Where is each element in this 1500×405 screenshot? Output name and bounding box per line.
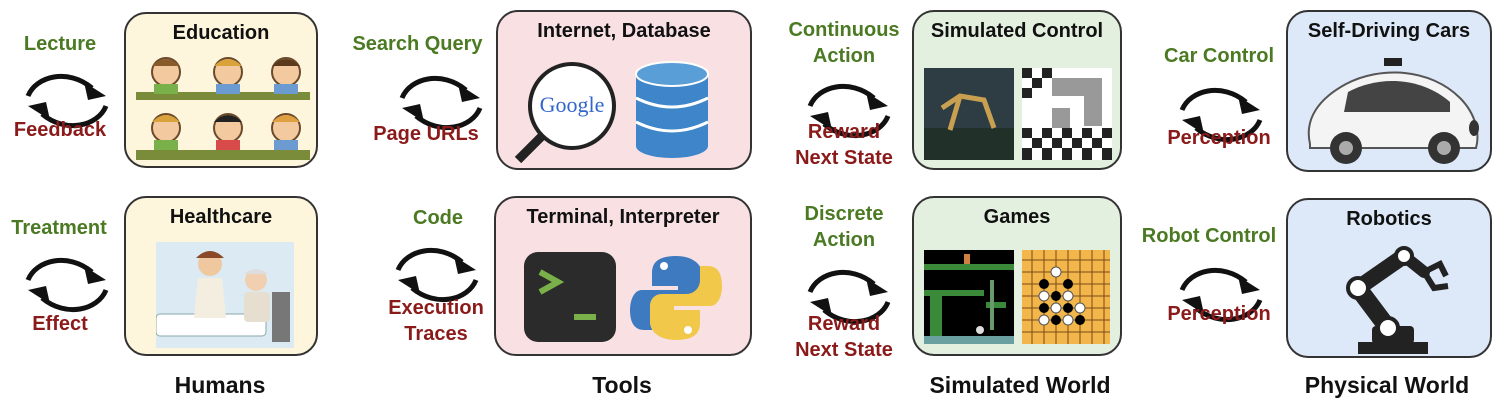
selfdriving-box: Self-Driving Cars bbox=[1286, 10, 1492, 172]
simcontrol-box: Simulated Control bbox=[912, 10, 1122, 170]
robotics-title: Robotics bbox=[1346, 208, 1432, 230]
education-title: Education bbox=[172, 22, 270, 44]
internet-title: Internet, Database bbox=[537, 20, 711, 42]
games-title: Games bbox=[983, 206, 1051, 228]
robotics-action-label: Robot Control bbox=[1141, 225, 1277, 247]
terminal-icon bbox=[524, 252, 616, 342]
terminal-feedback-label-2: Traces bbox=[404, 323, 468, 345]
simcontrol-action-label-1: Continuous bbox=[788, 19, 900, 41]
selfdriving-action-label: Car Control bbox=[1164, 45, 1274, 67]
games-feedback-label-2: Next State bbox=[795, 339, 893, 361]
robot-arm-icon bbox=[1346, 246, 1449, 354]
category-humans: Humans bbox=[174, 372, 266, 398]
mujoco-walker-icon bbox=[924, 68, 1014, 160]
education-feedback-label: Feedback bbox=[13, 119, 107, 141]
games-action-label-1: Discrete bbox=[804, 203, 884, 225]
atari-game-icon bbox=[924, 250, 1014, 344]
robotics-feedback-label: Perception bbox=[1167, 303, 1271, 325]
simcontrol-title: Simulated Control bbox=[930, 20, 1104, 42]
games-action-label-2: Action bbox=[812, 229, 876, 251]
python-logo-icon bbox=[630, 256, 722, 340]
terminal-action-label: Code bbox=[413, 207, 463, 229]
healthcare-title: Healthcare bbox=[169, 206, 273, 228]
education-box: Education bbox=[124, 12, 318, 168]
healthcare-feedback-label: Effect bbox=[32, 313, 88, 335]
google-logo-text: Google bbox=[539, 92, 605, 117]
simcontrol-action-label-2: Action bbox=[812, 45, 876, 67]
internet-box: Internet, Database Google bbox=[496, 10, 752, 170]
terminal-box: Terminal, Interpreter bbox=[494, 196, 752, 356]
healthcare-box: Healthcare bbox=[124, 196, 318, 356]
nurse-patient-icon bbox=[156, 242, 294, 348]
healthcare-action-label: Treatment bbox=[11, 217, 107, 239]
category-simulated-world: Simulated World bbox=[929, 372, 1111, 398]
robotics-box: Robotics bbox=[1286, 198, 1492, 358]
database-icon bbox=[635, 61, 709, 158]
classroom-students-icon bbox=[136, 57, 310, 160]
checkerboard-arena-icon bbox=[1022, 68, 1112, 160]
simcontrol-feedback-label-2: Next State bbox=[795, 147, 893, 169]
education-action-label: Lecture bbox=[23, 33, 97, 55]
selfdriving-feedback-label: Perception bbox=[1167, 127, 1271, 149]
selfdriving-title: Self-Driving Cars bbox=[1307, 20, 1471, 42]
self-driving-car-icon bbox=[1307, 58, 1479, 164]
terminal-feedback-label-1: Execution bbox=[388, 297, 484, 319]
games-feedback-label-1: Reward bbox=[807, 313, 881, 335]
simcontrol-feedback-label-1: Reward bbox=[807, 121, 881, 143]
google-magnifier-icon bbox=[514, 62, 616, 164]
go-board-icon bbox=[1022, 250, 1110, 344]
category-tools: Tools bbox=[592, 372, 652, 398]
terminal-title: Terminal, Interpreter bbox=[526, 206, 720, 228]
internet-feedback-label: Page URLs bbox=[373, 123, 479, 145]
internet-action-label: Search Query bbox=[352, 33, 483, 55]
games-box: Games bbox=[912, 196, 1122, 356]
category-physical-world: Physical World bbox=[1304, 372, 1470, 398]
